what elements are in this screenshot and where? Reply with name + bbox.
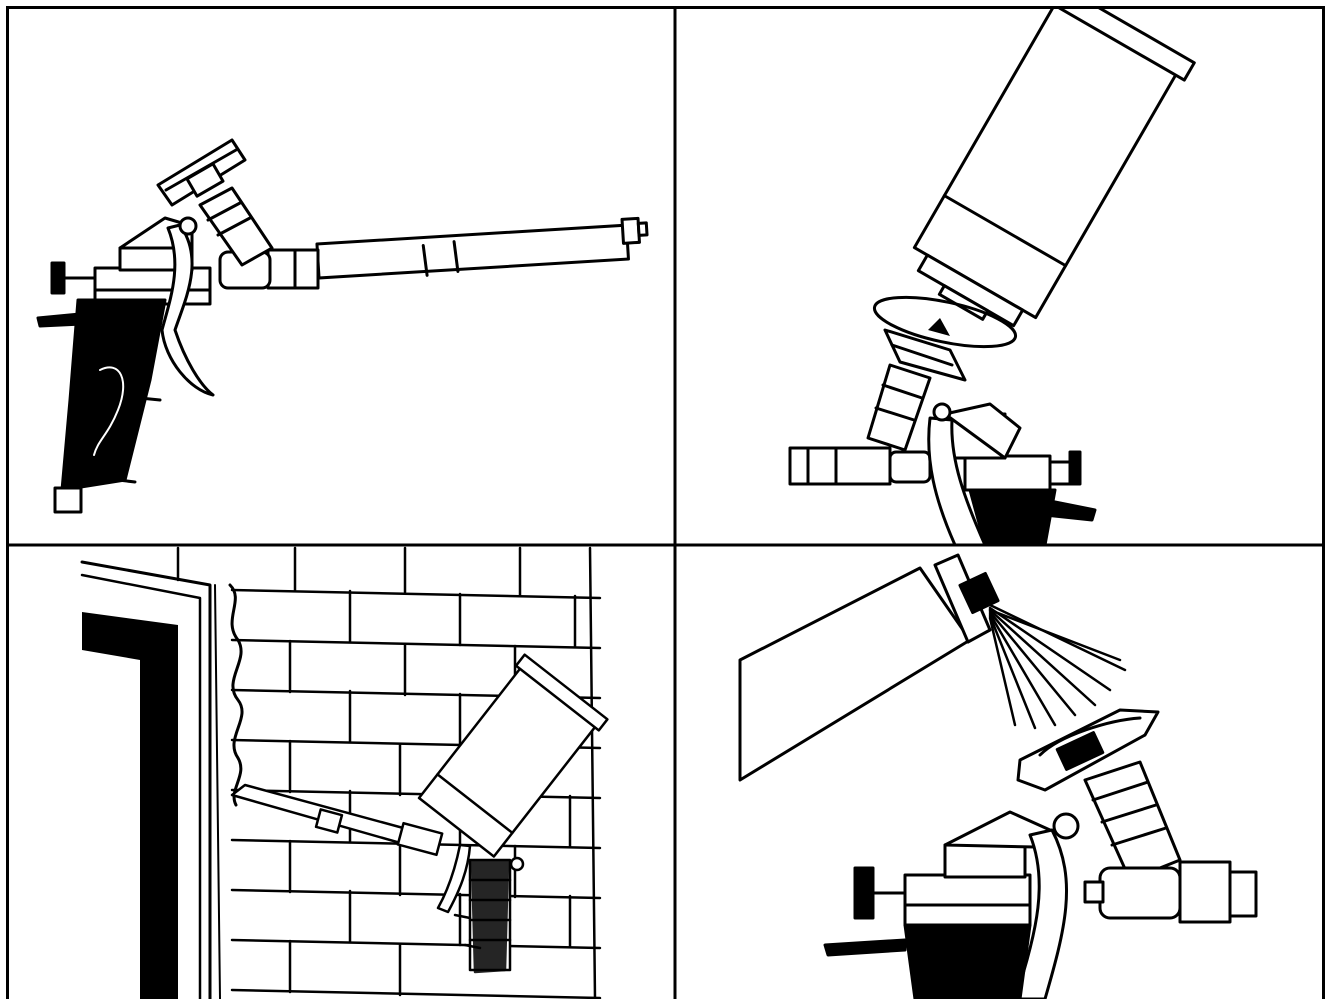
wall-application-icon (82, 548, 607, 999)
spray-jet (990, 605, 1125, 728)
foam-gun-icon (38, 140, 647, 512)
canister-attach-icon (790, 0, 1194, 545)
panel-apply-foam-to-wall-gap (82, 548, 607, 999)
foam-bead (230, 585, 242, 805)
panel-screw-on-canister (790, 0, 1194, 545)
cleaner-spray-icon (740, 555, 1256, 999)
panel-clean-adapter-with-spray (740, 555, 1256, 999)
panel-foam-gun-overview (38, 140, 647, 512)
door-frame (82, 562, 220, 999)
